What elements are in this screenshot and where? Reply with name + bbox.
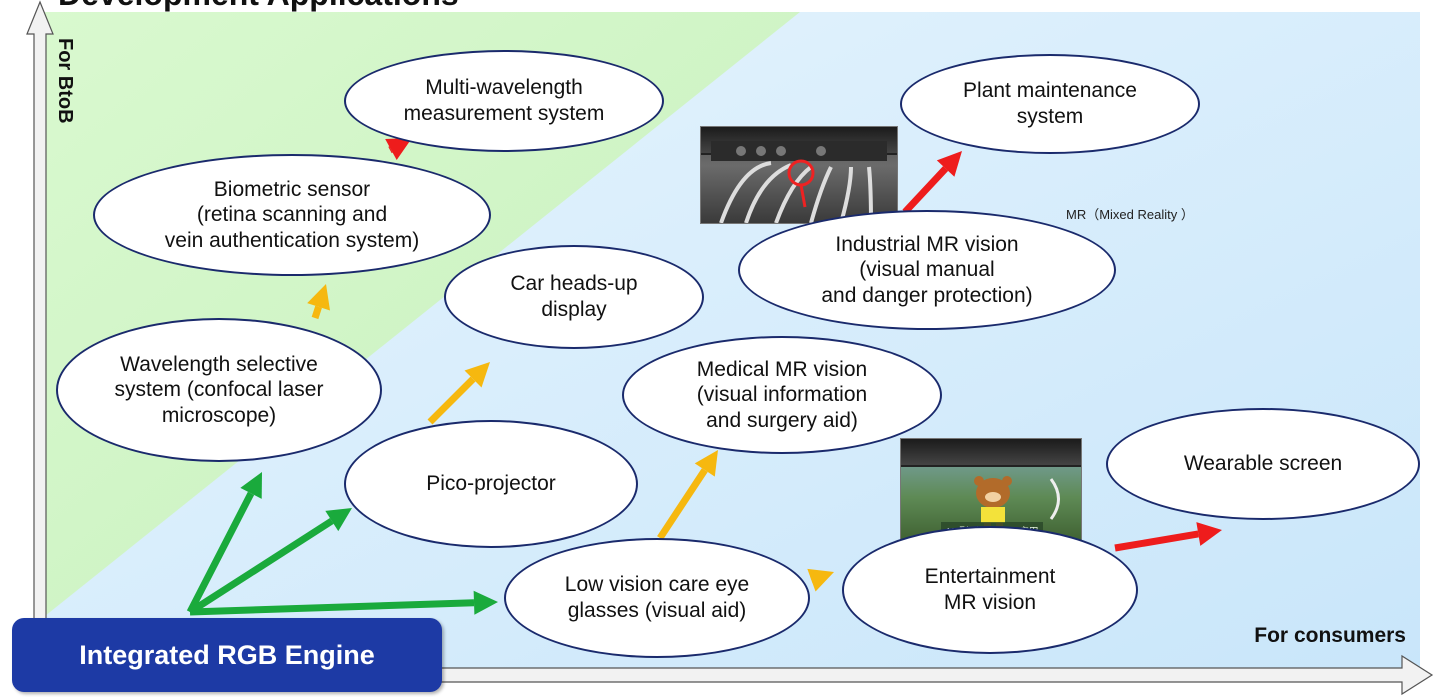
glasses-frame-icon [901, 439, 1081, 467]
node-industrial-mr: Industrial MR vision (visual manual and … [738, 210, 1116, 330]
industrial-mr-photo [700, 126, 898, 224]
arrow-layer [186, 138, 1222, 616]
y-axis-label: For BtoB [54, 38, 76, 124]
node-pico-projector: Pico-projector [344, 420, 638, 548]
y-axis [26, 0, 54, 669]
integrated-rgb-engine: Integrated RGB Engine [12, 618, 442, 692]
arrow-low_vision-to-medical_mr [657, 450, 718, 540]
node-multi-wavelength: Multi-wavelength measurement system [344, 50, 664, 152]
node-wearable-screen: Wearable screen [1106, 408, 1420, 520]
node-car-hud: Car heads-up display [444, 245, 704, 349]
arrow-engine-to-pico_projector [188, 508, 352, 615]
x-axis-label: For consumers [1254, 624, 1406, 647]
node-biometric-sensor: Biometric sensor (retina scanning and ve… [93, 154, 491, 276]
node-medical-mr: Medical MR vision (visual information an… [622, 336, 942, 454]
cable-panel-icon [711, 141, 887, 223]
mr-note: MR（Mixed Reality ） [1066, 207, 1194, 222]
arrow-entertainment_mr-to-wearable_screen [1114, 522, 1222, 552]
node-wavelength-selective: Wavelength selective system (confocal la… [56, 318, 382, 462]
node-plant-maintenance: Plant maintenance system [900, 54, 1200, 154]
arrow-wavelength_selective-to-biometric_sensor [307, 284, 331, 320]
page-title: Development Applications [58, 0, 459, 13]
arrow-pico_projector-to-car_hud [427, 362, 490, 425]
arrow-engine-to-wavelength_selective [186, 472, 262, 614]
arrow-biometric_sensor-to-multi_wavelength [385, 138, 412, 161]
arrow-industrial_mr-to-plant_maintenance [902, 151, 962, 215]
node-low-vision: Low vision care eye glasses (visual aid) [504, 538, 810, 658]
node-entertainment-mr: Entertainment MR vision [842, 526, 1138, 654]
arrow-low_vision-to-entertainment_mr [807, 568, 834, 592]
mascot-character-icon [974, 476, 1060, 533]
arrow-engine-to-low_vision [189, 590, 498, 616]
